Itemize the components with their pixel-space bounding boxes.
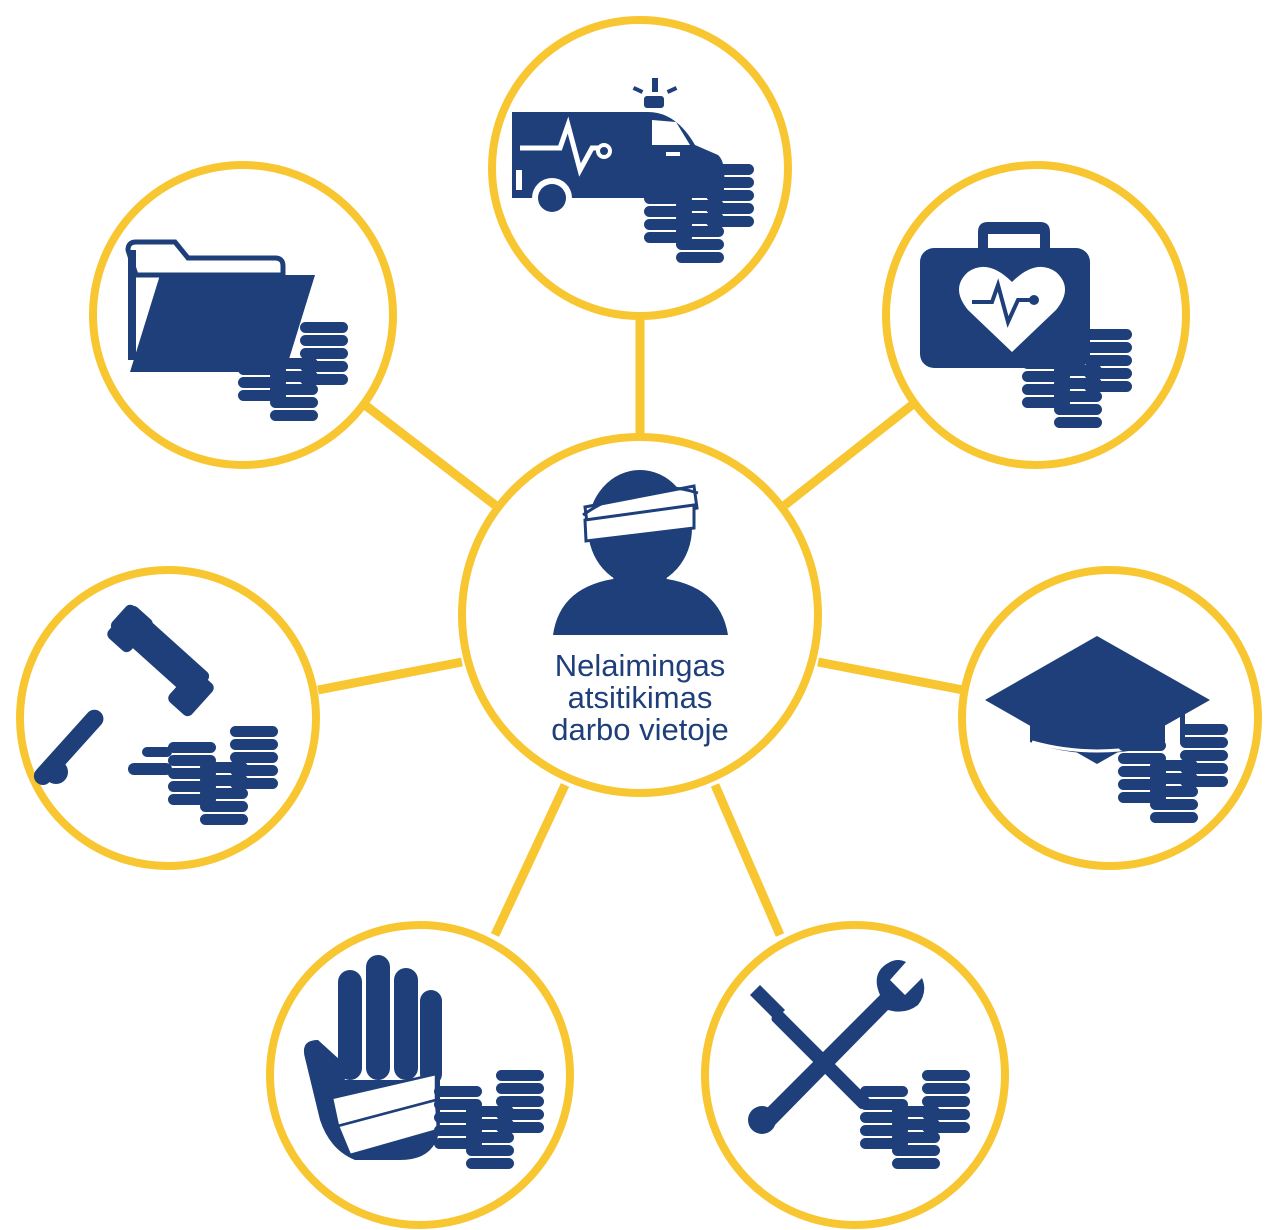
center-label: Nelaimingas atsitikimas darbo vietoje	[470, 650, 810, 746]
connector-documents	[362, 401, 498, 509]
injured-worker-icon	[553, 470, 728, 635]
connector-tools	[710, 783, 785, 937]
connectors	[317, 318, 964, 937]
connector-injured-hand	[490, 783, 570, 937]
graduation-cap-icon	[985, 636, 1228, 823]
connector-medical-kit	[782, 401, 915, 509]
center-label-line-3: darbo vietoje	[551, 712, 729, 747]
bandaged-hand-icon	[303, 955, 544, 1169]
connector-education	[817, 657, 964, 695]
folder-icon	[125, 239, 348, 421]
connector-legal	[317, 657, 463, 695]
center-label-line-1: Nelaimingas	[554, 648, 726, 683]
ambulance-icon	[512, 78, 754, 263]
gavel-icon	[33, 604, 278, 825]
ring-legal	[16, 566, 320, 870]
tools-icon	[748, 960, 970, 1169]
medical-kit-icon	[920, 222, 1132, 428]
center-label-line-2: atsitikimas	[567, 680, 713, 715]
